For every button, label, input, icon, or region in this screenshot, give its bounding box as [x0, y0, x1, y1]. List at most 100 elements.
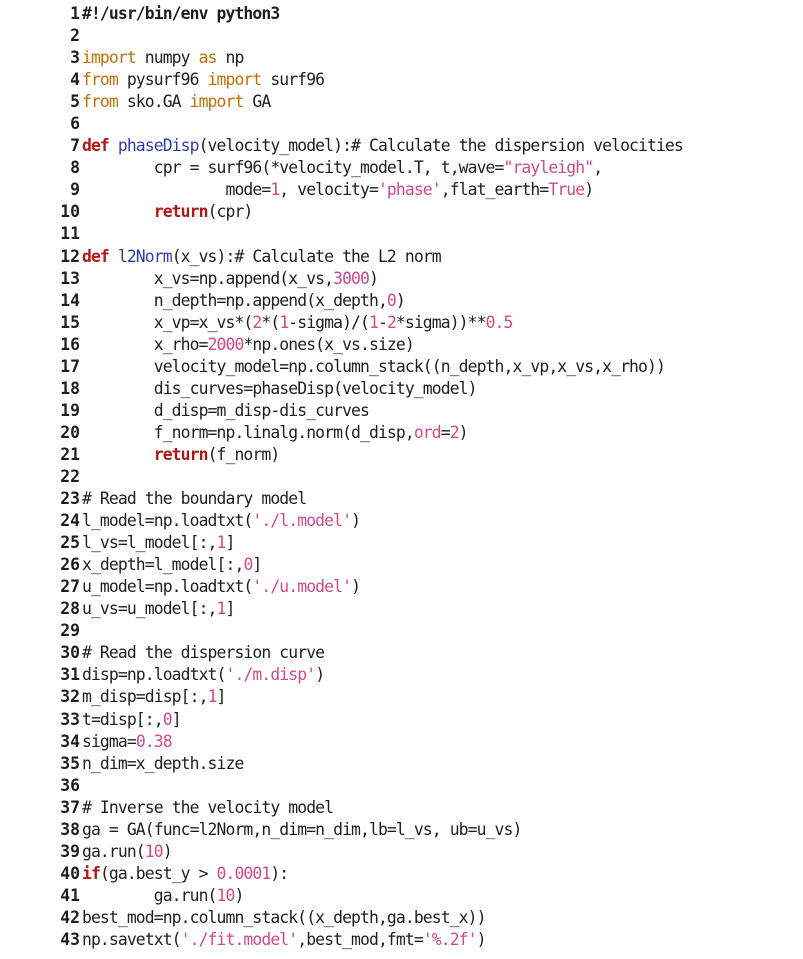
- line-number: 14: [60, 290, 80, 310]
- code-line[interactable]: 17 velocity_model=np.column_stack((n_dep…: [0, 356, 803, 378]
- code-token-plain: surf96: [261, 70, 325, 90]
- line-number: 8: [70, 158, 80, 178]
- code-token-plain: -: [377, 312, 388, 332]
- code-token-num: 0.0001: [216, 863, 272, 883]
- code-line[interactable]: 16 x_rho=2000*np.ones(x_vs.size): [0, 334, 803, 356]
- line-text: u_model=np.loadtxt('./u.model'): [80, 576, 361, 598]
- code-token-kwb: def: [82, 246, 110, 266]
- line-number: 33: [60, 709, 80, 729]
- code-token-num: 2: [386, 312, 397, 332]
- code-token-num: 2000: [207, 334, 245, 354]
- code-token-bold: #!/usr/bin/env python3: [82, 4, 280, 23]
- line-text: def phaseDisp(velocity_model):# Calculat…: [80, 135, 684, 157]
- code-token-cm: # Read the dispersion curve: [82, 643, 325, 663]
- line-text: l_vs=l_model[:,1]: [80, 532, 235, 554]
- code-token-plain: (cpr): [207, 202, 254, 222]
- code-line[interactable]: 19 d_disp=m_disp-dis_curves: [0, 400, 803, 422]
- code-token-num: 1: [279, 312, 289, 332]
- code-line[interactable]: 1#!/usr/bin/env python3: [0, 3, 803, 25]
- code-token-kwb: if: [82, 863, 101, 883]
- line-text: x_vp=x_vs*(2*(1-sigma)/(1-2*sigma))**0.5: [80, 312, 514, 334]
- line-text: return(f_norm): [80, 444, 281, 466]
- line-text: t=disp[:,0]: [80, 709, 182, 731]
- code-token-plain: [109, 247, 118, 266]
- code-token-plain: dis_curves=phaseDisp(velocity_model): [82, 378, 478, 398]
- code-token-plain: n_dim=x_depth.size: [82, 753, 244, 773]
- line-number: 25: [60, 533, 80, 553]
- code-token-plain: ): [351, 511, 361, 531]
- code-line[interactable]: 23# Read the boundary model: [0, 488, 803, 510]
- code-token-plain: (f_norm): [207, 444, 281, 464]
- line-number: 27: [60, 577, 80, 597]
- line-number: 40: [60, 863, 80, 883]
- code-token-plain: *sigma))**: [395, 312, 487, 332]
- code-token-kw: from: [82, 70, 119, 90]
- line-number: 29: [60, 621, 80, 641]
- code-line[interactable]: 29: [0, 620, 803, 642]
- line-number: 39: [60, 841, 80, 861]
- code-line[interactable]: 10 return(cpr): [0, 201, 803, 223]
- code-line[interactable]: 22: [0, 466, 803, 488]
- code-line[interactable]: 18 dis_curves=phaseDisp(velocity_model): [0, 378, 803, 400]
- line-number: 32: [60, 687, 80, 707]
- code-line[interactable]: 6: [0, 113, 803, 135]
- line-text: disp=np.loadtxt('./m.disp'): [80, 664, 325, 686]
- code-line[interactable]: 15 x_vp=x_vs*(2*(1-sigma)/(1-2*sigma))**…: [0, 312, 803, 334]
- code-token-num: 1: [216, 599, 227, 619]
- code-line[interactable]: 37# Inverse the velocity model: [0, 797, 803, 819]
- line-text: n_depth=np.append(x_depth,0): [80, 290, 406, 312]
- code-line[interactable]: 21 return(f_norm): [0, 444, 803, 466]
- code-line[interactable]: 8 cpr = surf96(*velocity_model.T, t,wave…: [0, 157, 803, 179]
- code-line[interactable]: 36: [0, 775, 803, 797]
- line-number: 43: [60, 929, 80, 949]
- code-token-str: ord: [413, 422, 442, 442]
- code-line[interactable]: 20 f_norm=np.linalg.norm(d_disp,ord=2): [0, 422, 803, 444]
- line-text: #!/usr/bin/env python3: [80, 3, 280, 25]
- line-text: ga = GA(func=l2Norm,n_dim=n_dim,lb=l_vs,…: [80, 819, 522, 841]
- code-token-plain: =: [440, 422, 451, 442]
- code-token-str: './l.model': [252, 511, 352, 531]
- code-line[interactable]: 13 x_vs=np.append(x_vs,3000): [0, 268, 803, 290]
- code-token-kw: import: [82, 48, 137, 68]
- code-line[interactable]: 11: [0, 223, 803, 245]
- code-line[interactable]: 2: [0, 25, 803, 47]
- code-token-plain: ): [458, 422, 469, 442]
- line-number: 31: [60, 665, 80, 685]
- code-line[interactable]: 9 mode=1, velocity='phase',flat_earth=Tr…: [0, 179, 803, 201]
- code-token-plain: ): [315, 665, 325, 685]
- line-number: 18: [60, 378, 80, 398]
- line-number: 17: [60, 356, 80, 376]
- code-token-plain: np.savetxt(: [82, 929, 182, 949]
- code-line[interactable]: 14 n_depth=np.append(x_depth,0): [0, 290, 803, 312]
- line-text: f_norm=np.linalg.norm(d_disp,ord=2): [80, 422, 469, 444]
- line-text: # Read the dispersion curve: [80, 642, 325, 664]
- code-line[interactable]: 30# Read the dispersion curve: [0, 642, 803, 664]
- code-token-kw: as: [198, 48, 218, 68]
- code-line[interactable]: 41 ga.run(10): [0, 885, 803, 907]
- line-text: # Read the boundary model: [80, 488, 307, 510]
- line-text: u_vs=u_model[:,1]: [80, 598, 235, 620]
- code-token-plain: l_model=np.loadtxt(: [82, 511, 253, 531]
